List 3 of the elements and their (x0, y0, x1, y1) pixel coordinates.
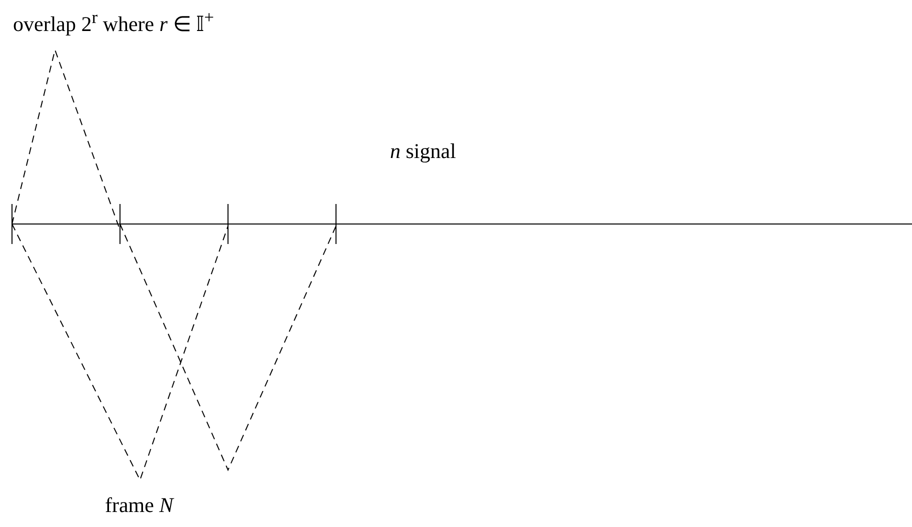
signal-label: n signal (390, 140, 456, 164)
overlap-annotation: overlap 2$^{r}$ where r ∈ 𝕀$^{+}$ (13, 8, 214, 36)
frame-label: frame N (105, 494, 174, 518)
